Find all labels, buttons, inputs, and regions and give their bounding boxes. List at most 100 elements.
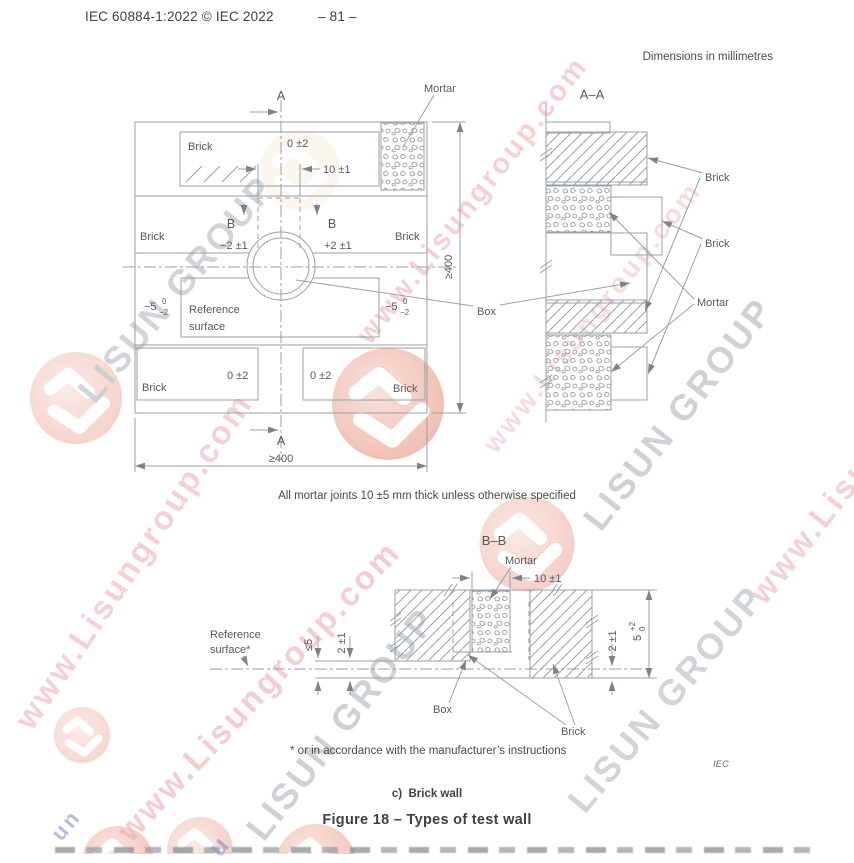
break-mark <box>389 612 402 627</box>
box-leader <box>295 279 474 307</box>
dim-width: ≥400 <box>269 453 293 465</box>
dim-left-offset: −2 ±1 <box>220 240 248 252</box>
brick-label: Brick <box>395 231 420 243</box>
dim-depth-left: −5 0 −2 <box>144 297 169 317</box>
svg-text:5: 5 <box>632 635 644 641</box>
break-mark <box>548 583 563 597</box>
dim-box-recess: ≤5 <box>303 639 315 651</box>
sub-caption-letter: c) <box>391 788 403 800</box>
sectioned-mortar <box>471 590 511 653</box>
elevation-brick <box>610 196 663 256</box>
svg-text:0: 0 <box>403 297 408 306</box>
box-label: Box <box>433 704 452 716</box>
footnote: * or in accordance with the manufacturer… <box>290 745 567 757</box>
dim-depth-right: −5 0 −2 <box>385 297 410 317</box>
section-b-label: B <box>227 217 235 231</box>
figure-caption: Figure 18 – Types of test wall <box>322 812 532 828</box>
mortar-label: Mortar <box>424 83 456 95</box>
dim-wall-thickness: 5 +2 0 <box>628 621 647 641</box>
reference-surface-label: surface* <box>210 644 251 656</box>
dim-brick-left: 2 ±1 <box>336 632 348 653</box>
svg-text:−2: −2 <box>159 308 169 317</box>
box-label: Box <box>477 306 496 318</box>
brick-label: Brick <box>705 172 730 184</box>
break-mark <box>389 638 402 653</box>
bottom-right-brick <box>302 347 426 401</box>
dim-right-offset: +2 ±1 <box>324 240 352 252</box>
page-bottom-cut-text <box>55 847 815 853</box>
reference-surface-label: Reference <box>189 304 240 316</box>
mortar-leader <box>608 211 695 300</box>
svg-text:−2: −2 <box>400 308 410 317</box>
section-aa-view <box>539 103 704 422</box>
sub-caption: c) Brick wall <box>0 788 854 800</box>
brick-label: Brick <box>142 382 167 394</box>
break-mark <box>443 583 458 597</box>
dim-bottom-offset: 0 ±2 <box>310 370 331 382</box>
sectioned-brick <box>529 589 593 679</box>
centerlines <box>123 100 458 460</box>
iec-tag: IEC <box>713 759 729 770</box>
sectioned-brick <box>545 131 648 186</box>
svg-text:−5: −5 <box>144 301 157 313</box>
mortar-label: Mortar <box>697 297 729 309</box>
brick-leader <box>647 243 702 375</box>
brick-leader <box>467 654 567 726</box>
section-b-label: B <box>328 217 336 231</box>
svg-text:0: 0 <box>162 297 167 306</box>
svg-text:0: 0 <box>638 626 647 631</box>
sectioned-brick <box>545 299 648 334</box>
dim-joint: 10 ±1 <box>534 573 561 585</box>
section-bb-title: B–B <box>482 533 507 548</box>
reference-leader <box>240 655 249 667</box>
box-leader <box>448 659 467 704</box>
brick-label: Brick <box>705 238 730 250</box>
reference-surface-label: surface <box>189 321 225 333</box>
dim-top-offset: 0 ±2 <box>287 138 308 150</box>
brick-label: Brick <box>140 231 165 243</box>
section-bb-labels: B–B Mortar 10 ±1 Reference surface* ≤5 2… <box>210 533 647 738</box>
break-mark <box>585 650 599 665</box>
section-aa-labels: A–A Brick Brick Mortar <box>580 87 730 309</box>
header-standard-ref: IEC 60884-1:2022 © IEC 2022 <box>85 9 274 24</box>
front-view-labels: A A B B Mortar Brick 0 ±2 10 ±1 Brick Br… <box>140 83 496 465</box>
sectioned-mortar <box>545 334 612 411</box>
mortar-joints-note: All mortar joints 10 ±5 mm thick unless … <box>278 490 576 502</box>
section-aa-title: A–A <box>580 87 605 102</box>
front-view <box>123 94 631 472</box>
brick-leader <box>552 663 576 726</box>
brick-leader <box>661 220 704 240</box>
sectioned-brick <box>394 589 471 662</box>
brick-label: Brick <box>561 726 586 738</box>
dim-height: ≥400 <box>443 255 455 279</box>
mortar-leader <box>610 303 695 373</box>
section-a-label: A <box>277 434 286 448</box>
svg-text:−5: −5 <box>385 301 398 313</box>
sectioned-mortar <box>545 185 612 233</box>
surface-hatch-marks <box>185 165 257 183</box>
svg-text:+2: +2 <box>628 621 637 631</box>
hidden-box-edges <box>452 602 530 660</box>
sub-caption-text: Brick wall <box>408 788 463 800</box>
dimensions-note: Dimensions in millimetres <box>642 51 773 63</box>
brick-label: Brick <box>188 141 213 153</box>
header-page-number: – 81 – <box>318 9 357 24</box>
mortar-label: Mortar <box>505 555 537 567</box>
break-mark <box>585 614 599 629</box>
reference-surface-label: Reference <box>210 629 261 641</box>
mortar-patch <box>380 122 425 191</box>
brick-label: Brick <box>393 383 418 395</box>
brick-leader <box>647 157 704 174</box>
dim-brick-right: 2 ±1 <box>607 630 619 651</box>
mortar-leader <box>489 566 512 600</box>
dim-joint: 10 ±1 <box>323 164 350 176</box>
box-course-band <box>545 232 648 301</box>
bottom-left-brick <box>136 347 259 401</box>
dim-bottom-offset: 0 ±2 <box>227 370 248 382</box>
mortar-leader <box>402 94 435 148</box>
section-a-label: A <box>277 89 286 103</box>
top-brick <box>179 131 380 187</box>
brick-leader <box>644 177 701 312</box>
